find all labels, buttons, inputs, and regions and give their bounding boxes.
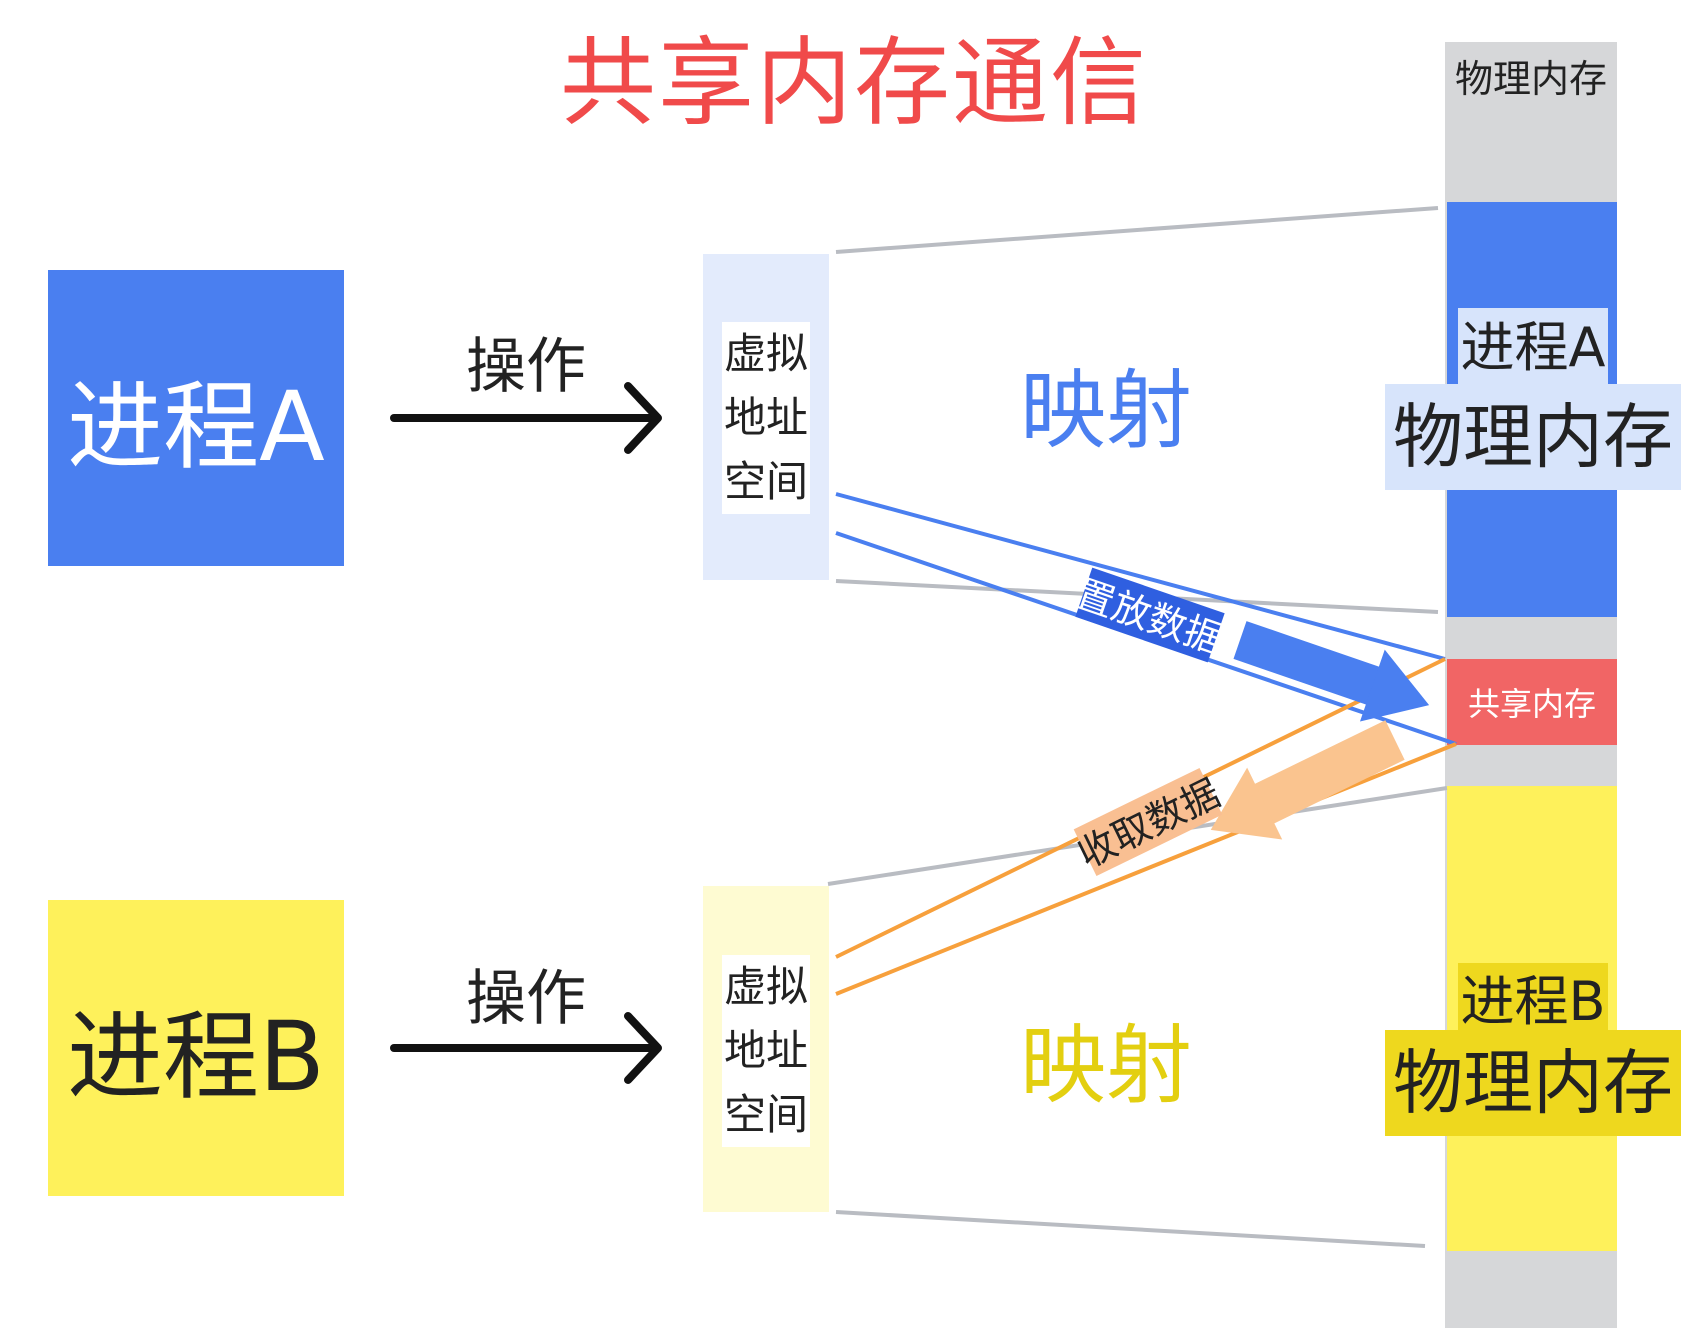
process-a-box: 进程A	[48, 270, 344, 566]
operate-label-a: 操作	[466, 332, 586, 402]
mapping-label-b: 映射	[1020, 1016, 1192, 1116]
mapping-label-a: 映射	[1020, 361, 1192, 461]
put-data-label: 置放数据	[1070, 571, 1228, 662]
operate-arrow-a	[390, 382, 662, 454]
diagram-title: 共享内存通信	[560, 27, 1148, 139]
shared-map-line-b-bottom	[835, 742, 1457, 996]
operate-arrow-b	[390, 1012, 662, 1084]
vas-a-line-1: 虚拟	[723, 329, 808, 378]
shared-map-line-a-top	[835, 492, 1446, 661]
vas-b-line-1: 虚拟	[723, 962, 808, 1011]
process-b-label: 进程B	[67, 1000, 325, 1113]
get-data-label-group: 收取数据	[1071, 767, 1227, 877]
virtual-address-space-a-text: 虚拟 地址 空间	[722, 322, 810, 514]
process-a-label: 进程A	[67, 370, 325, 483]
vas-a-line-2: 地址	[723, 393, 808, 442]
vas-b-line-3: 空间	[723, 1090, 808, 1139]
process-b-memory-label-2: 物理内存	[1385, 1030, 1681, 1136]
put-data-arrow	[1233, 621, 1430, 722]
get-data-arrow	[1210, 720, 1405, 840]
vas-a-line-3: 空间	[723, 457, 808, 506]
map-line-a-top	[835, 206, 1439, 254]
process-b-box: 进程B	[48, 900, 344, 1196]
shared-memory-label: 共享内存	[1467, 685, 1596, 723]
process-b-memory-label-1: 进程B	[1458, 963, 1608, 1041]
shared-memory-block: 共享内存	[1447, 659, 1617, 745]
virtual-address-space-b-text: 虚拟 地址 空间	[722, 955, 810, 1147]
physical-memory-header: 物理内存	[1454, 57, 1607, 101]
process-a-memory-label-2: 物理内存	[1385, 384, 1681, 490]
map-line-b-bottom	[835, 1210, 1426, 1248]
operate-label-b: 操作	[466, 964, 586, 1034]
process-a-memory-label-1: 进程A	[1458, 308, 1608, 388]
vas-b-line-2: 地址	[723, 1026, 808, 1075]
